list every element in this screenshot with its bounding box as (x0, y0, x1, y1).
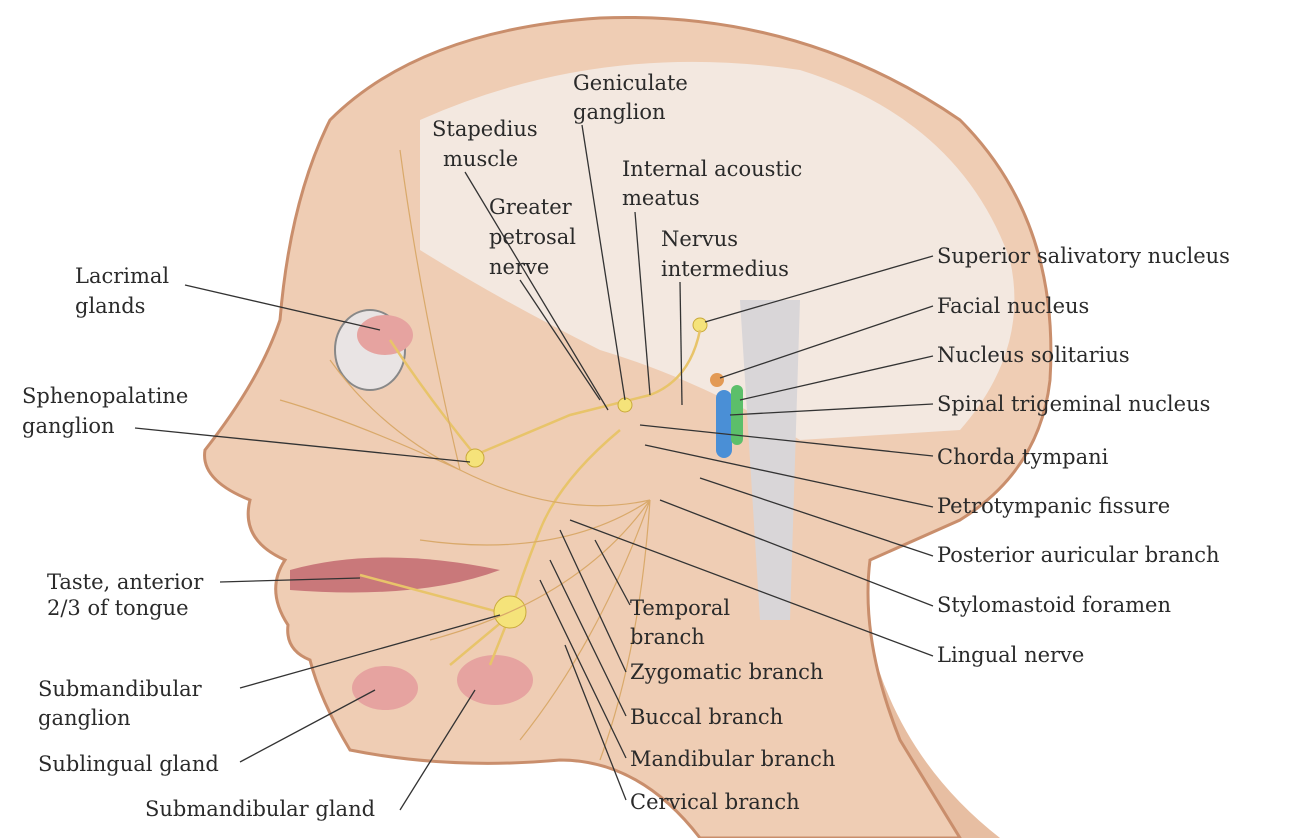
label-mandibular-branch: Mandibular branch (630, 747, 835, 771)
brain-region (420, 61, 1015, 441)
geniculate-ganglion-shape (617, 397, 633, 413)
sphenopalatine-ganglion-shape (465, 448, 485, 468)
label-zygomatic-branch: Zygomatic branch (630, 660, 823, 684)
label-buccal-branch: Buccal branch (630, 705, 783, 729)
label-chorda-tympani: Chorda tympani (937, 445, 1109, 469)
label-sublingual-gland: Sublingual gland (38, 752, 219, 776)
sublingual-gland-shape (352, 666, 418, 710)
facial-nucleus-shape (710, 373, 724, 387)
leader-lines (134, 124, 934, 811)
submandibular-gland-shape (457, 655, 533, 705)
spinal-trigeminal-nucleus-shape (716, 390, 732, 458)
facial-branches (279, 149, 651, 761)
label-cervical-branch: Cervical branch (630, 790, 800, 814)
label-stylomastoid-foramen: Stylomastoid foramen (937, 593, 1171, 617)
lacrimal-gland-shape (357, 315, 413, 355)
label-petrotympanic-fissure: Petrotympanic fissure (937, 494, 1170, 518)
greater-petrosal-path (388, 339, 476, 456)
label-submandibular-gland: Submandibular gland (145, 797, 375, 821)
tongue (290, 557, 500, 593)
head-illustration (203, 15, 1053, 838)
label-facial-nucleus: Facial nucleus (937, 294, 1089, 318)
superior-salivatory-nucleus-shape (692, 317, 708, 333)
label-posterior-auricular-branch: Posterior auricular branch (937, 543, 1220, 567)
label-spinal-trigeminal-nucleus: Spinal trigeminal nucleus (937, 392, 1210, 416)
label-nucleus-solitarius: Nucleus solitarius (937, 343, 1130, 367)
label-superior-salivatory-nucleus: Superior salivatory nucleus (937, 244, 1230, 268)
label-lingual-nerve: Lingual nerve (937, 643, 1084, 667)
brainstem (740, 300, 800, 620)
